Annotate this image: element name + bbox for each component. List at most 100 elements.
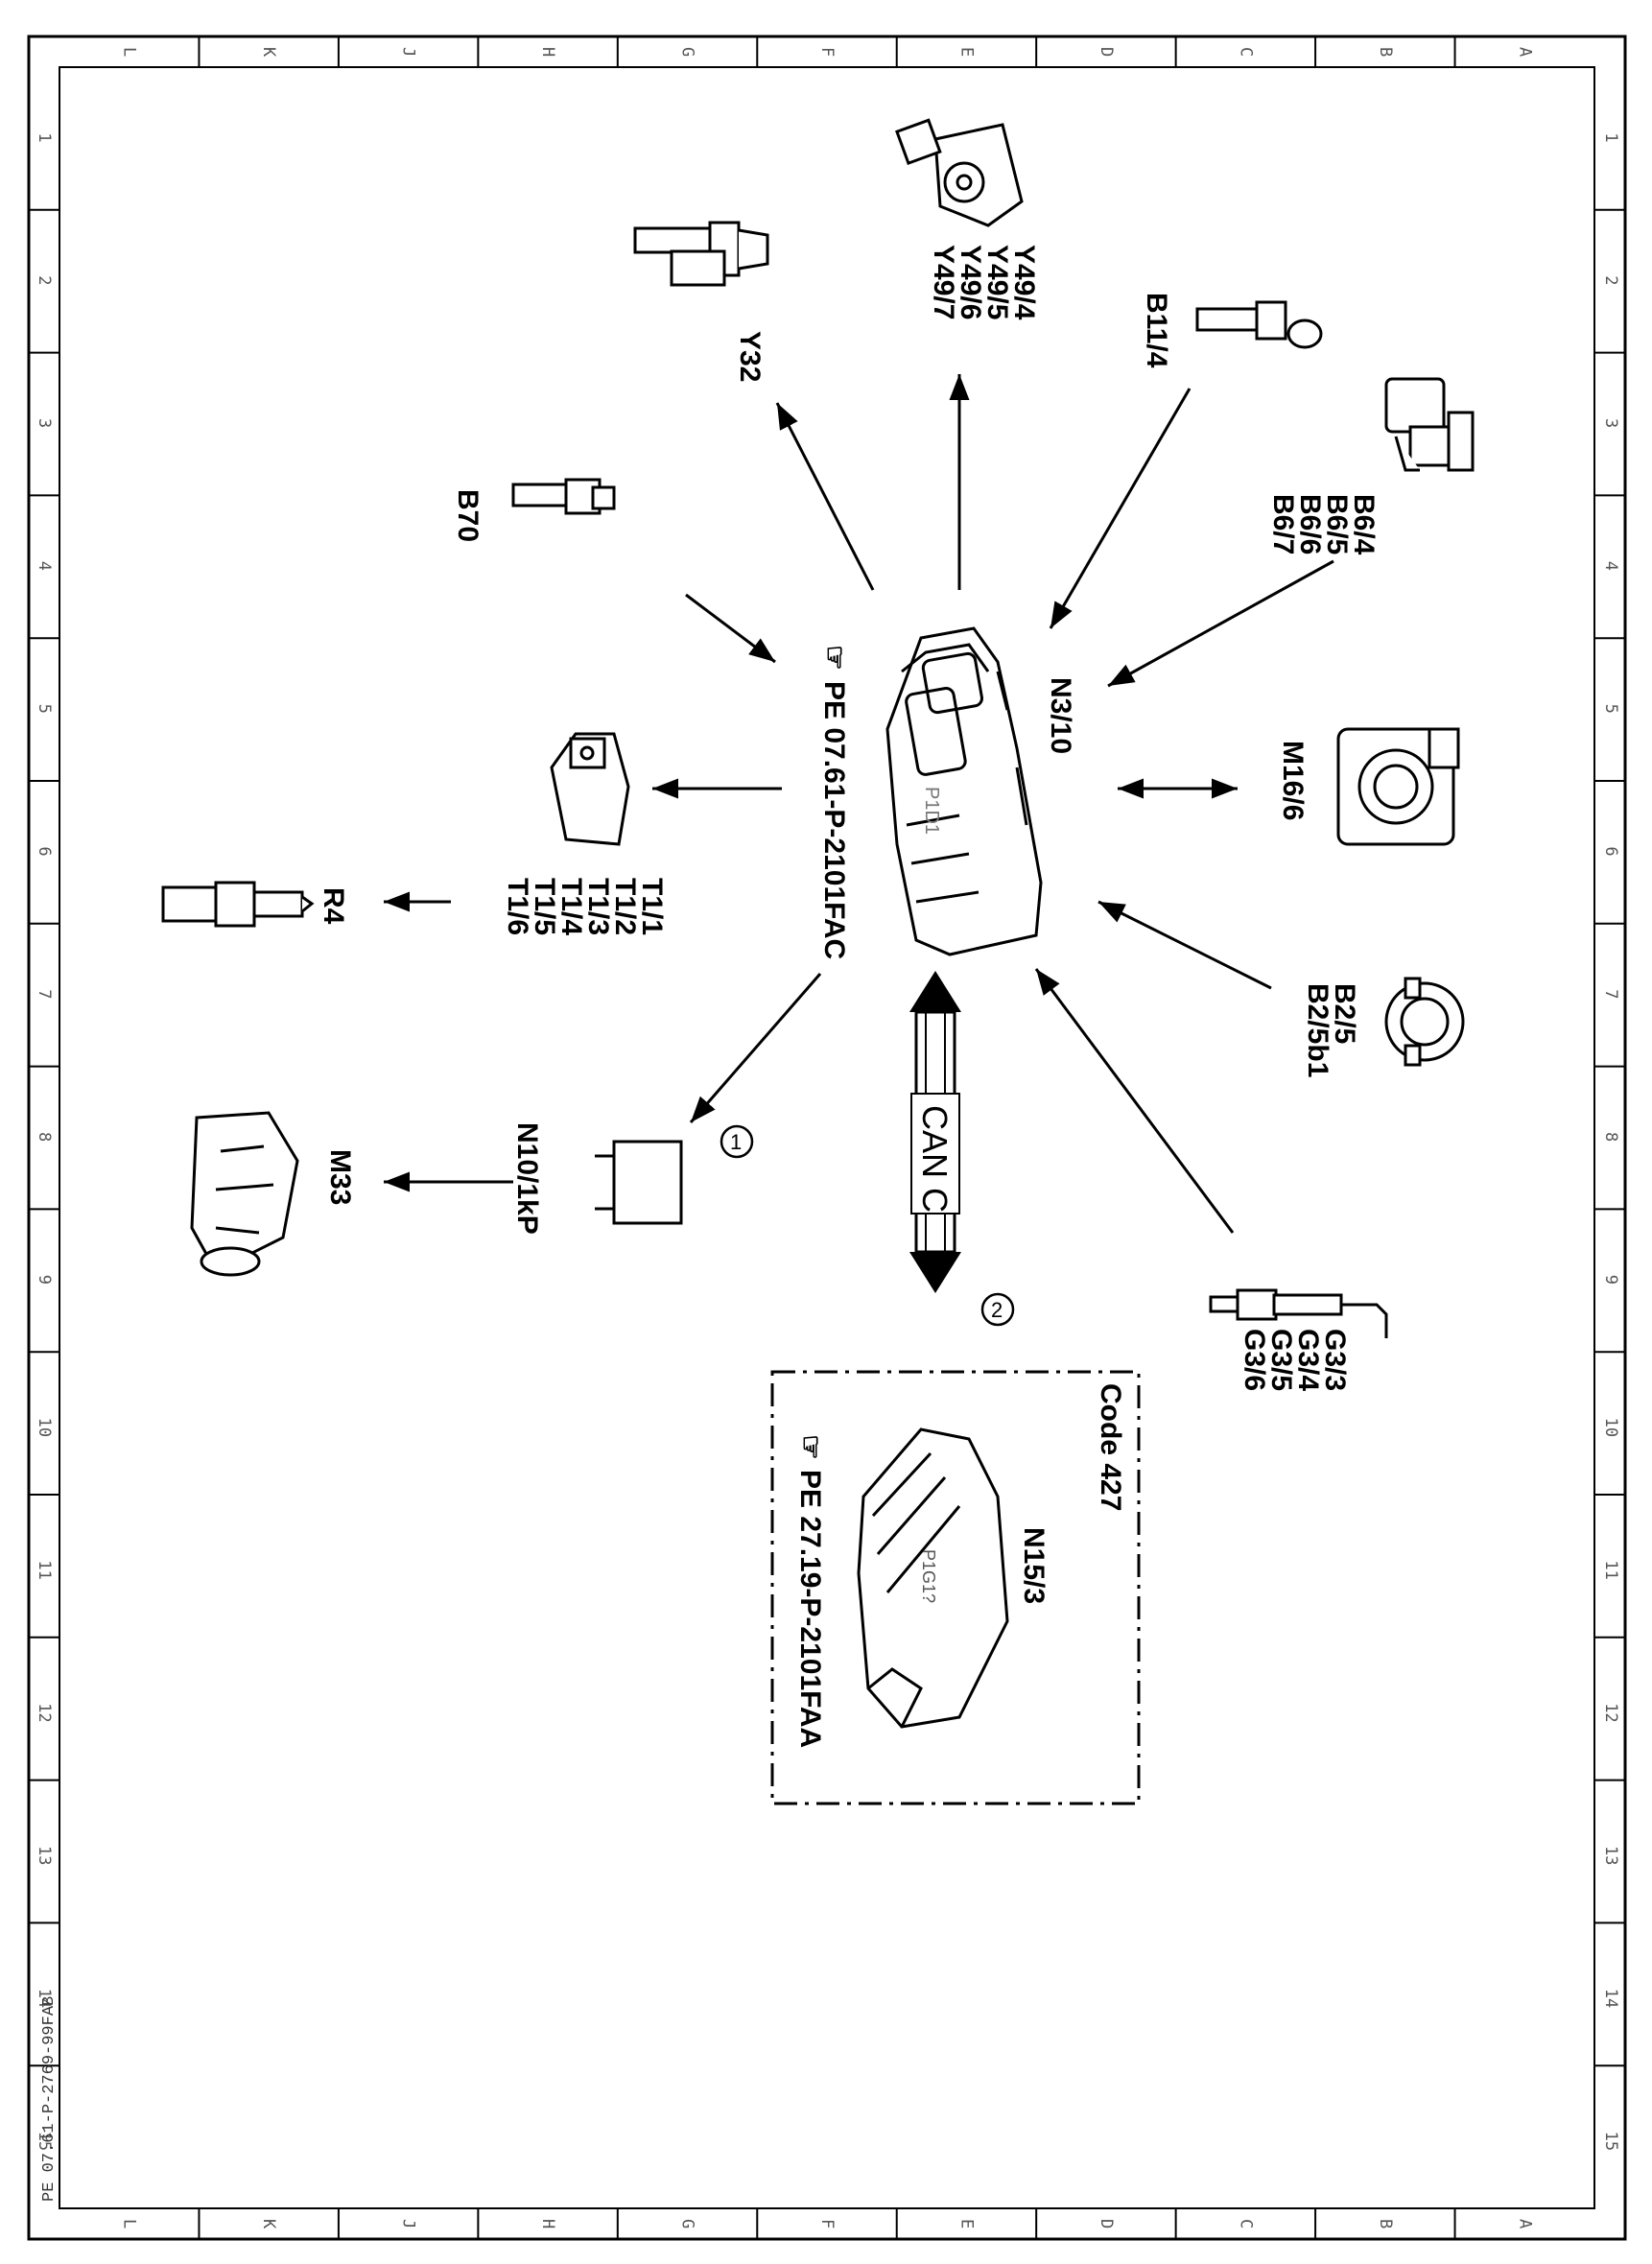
grid-col-label: K <box>259 47 278 58</box>
grid-col-label: D <box>1097 47 1116 57</box>
gateway-module-n15-3: P1G1? <box>857 1427 1009 1729</box>
grid-row-label: 2 <box>35 275 54 285</box>
sensor-b2-illustration <box>1384 977 1465 1067</box>
grid-row-label: 4 <box>1601 561 1620 571</box>
grid-col-label: F <box>817 2219 837 2229</box>
grid-col-label: G <box>678 2219 697 2229</box>
m33-label: M33 <box>324 1149 356 1205</box>
relay-n10-illustration <box>595 1140 683 1225</box>
grid-col-label: F <box>817 47 837 57</box>
sensor-b70-illustration <box>511 478 616 515</box>
throttle-m16-illustration <box>1336 727 1460 846</box>
m16-label: M16/6 <box>1277 741 1309 820</box>
grid-row-label: 6 <box>1601 846 1620 856</box>
grid-row-label: 5 <box>35 704 54 714</box>
grid-col-label: D <box>1097 2219 1116 2229</box>
r4-label: R4 <box>318 887 349 925</box>
grid-row-label: 11 <box>35 1560 54 1579</box>
component-label: Y49/6 <box>955 245 986 319</box>
engine-control-unit-n3-10: P1D1 <box>885 626 1043 956</box>
grid-row-label: 14 <box>35 1989 54 2008</box>
grid-row-label: 8 <box>1601 1132 1620 1142</box>
b6-labels: B6/4B6/5B6/6B6/7 <box>1267 494 1380 555</box>
option-code-label: Code 427 <box>1095 1383 1126 1511</box>
ecu-housing-text: P1D1 <box>921 787 942 835</box>
grid-row-label: 14 <box>1601 1989 1620 2008</box>
b70-label: B70 <box>452 489 484 542</box>
valve-y32-illustration <box>633 221 769 287</box>
arrow-to-y32 <box>775 402 875 591</box>
grid-col-label: K <box>259 2219 278 2229</box>
grid-row-label: 3 <box>35 418 54 428</box>
gateway-reference: PE 27.19-P-2101FAA <box>794 1470 826 1748</box>
grid-row-label: 13 <box>1601 1846 1620 1865</box>
gateway-label: N15/3 <box>1018 1527 1050 1604</box>
n10-label: N10/1kP <box>511 1122 543 1235</box>
grid-row-label: 9 <box>35 1275 54 1285</box>
grid-col-label: A <box>1515 2219 1534 2229</box>
svg-text:2: 2 <box>991 1298 1003 1322</box>
g3-labels: G3/3G3/4G3/5G3/6 <box>1239 1329 1351 1391</box>
grid-col-label: E <box>956 47 976 57</box>
component-label: Y49/4 <box>1008 245 1040 320</box>
component-label: B2/5b1 <box>1302 983 1333 1077</box>
component-label: B6/7 <box>1267 494 1299 554</box>
camshaft-adjuster-y49-illustration <box>895 118 1024 227</box>
spark-plug-r4-illustration <box>161 881 315 928</box>
component-label: T1/4 <box>555 878 587 935</box>
component-label: Y49/5 <box>981 245 1013 319</box>
t1-labels: T1/1T1/2T1/3T1/4T1/5T1/6 <box>502 878 668 935</box>
grid-row-label: 9 <box>1601 1275 1620 1285</box>
arrow-from-b2 <box>1097 900 1272 990</box>
component-label: G3/3 <box>1319 1329 1351 1391</box>
component-label: B6/5 <box>1321 494 1353 554</box>
grid-row-label: 5 <box>1601 704 1620 714</box>
grid-col-label: J <box>399 47 418 57</box>
component-label: T1/6 <box>502 878 533 935</box>
arrow-from-b11 <box>1049 388 1192 629</box>
arrow-from-b6 <box>1107 559 1334 688</box>
grid-row-label: 1 <box>1601 132 1620 142</box>
can-bus-label: CAN C <box>915 1105 955 1213</box>
grid-row-label: 13 <box>35 1846 54 1865</box>
grid-col-label: L <box>120 47 139 57</box>
grid-col-label: E <box>956 2219 976 2229</box>
grid-row-label: 4 <box>35 561 54 571</box>
arrow-from-g3 <box>1034 968 1235 1234</box>
component-label: Y49/7 <box>928 245 959 319</box>
component-label: B2/5 <box>1329 983 1360 1044</box>
grid-row-label: 7 <box>1601 989 1620 999</box>
component-label: T1/3 <box>582 878 614 935</box>
grid-row-label: 11 <box>1601 1560 1620 1579</box>
component-label: G3/4 <box>1292 1329 1324 1391</box>
grid-ticks <box>29 36 1625 2239</box>
pump-m33-illustration <box>190 1111 299 1277</box>
sensor-b6-illustration <box>1384 377 1475 472</box>
grid-col-label: J <box>399 2219 418 2229</box>
grid-row-label: 15 <box>1601 2132 1620 2151</box>
grid-col-label: H <box>538 2219 557 2229</box>
grid-row-label: 2 <box>1601 275 1620 285</box>
grid-row-label: 6 <box>35 846 54 856</box>
grid-col-label: C <box>1236 47 1255 57</box>
grid-row-label: 8 <box>35 1132 54 1142</box>
grid-row-label: 1 <box>35 132 54 142</box>
grid-row-label: 12 <box>35 1703 54 1722</box>
oxygen-sensor-g3-illustration <box>1209 1288 1388 1338</box>
y32-label: Y32 <box>734 331 766 382</box>
grid-row-label: 7 <box>35 989 54 999</box>
signal-arrows <box>384 374 1334 1234</box>
component-label: B6/4 <box>1348 494 1380 555</box>
drawing-frame <box>27 35 1627 2241</box>
grid-row-label: 3 <box>1601 418 1620 428</box>
b11-label: B11/4 <box>1141 293 1172 368</box>
ignition-coil-t1-illustration <box>550 732 630 846</box>
marker-1: 1 <box>720 1124 754 1159</box>
component-label: G3/6 <box>1239 1329 1270 1391</box>
grid-row-label: 15 <box>35 2132 54 2151</box>
grid-col-label: H <box>538 47 557 57</box>
marker-2: 2 <box>980 1292 1015 1327</box>
can-bus <box>909 971 961 1293</box>
b2-labels: B2/5B2/5b1 <box>1302 983 1360 1077</box>
